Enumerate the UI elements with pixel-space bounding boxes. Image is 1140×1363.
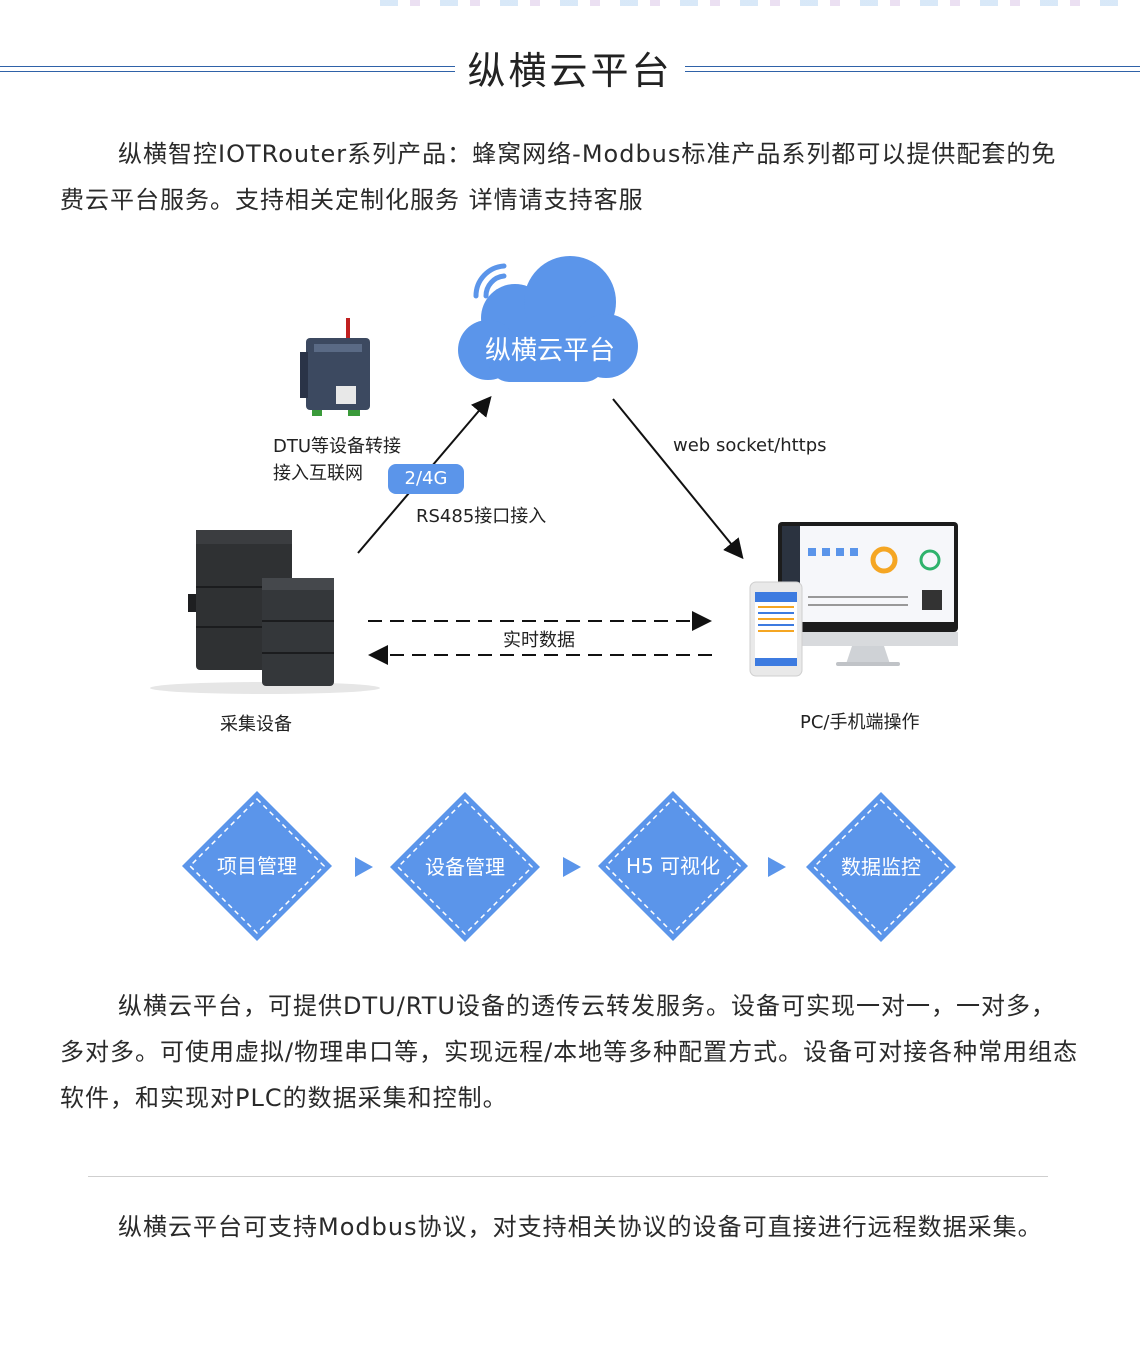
section-divider bbox=[88, 1176, 1048, 1177]
flow-step-project-management: 项目管理 bbox=[182, 791, 332, 941]
intro-paragraph: 纵横智控IOTRouter系列产品：蜂窝网络-Modbus标准产品系列都可以提供… bbox=[60, 140, 1057, 214]
decorative-top-strip bbox=[380, 0, 1120, 6]
title-line-right bbox=[685, 66, 1140, 72]
flow-step-label: 数据监控 bbox=[841, 855, 921, 879]
flow-arrow-icon bbox=[563, 857, 581, 877]
phone-icon bbox=[749, 581, 803, 677]
realtime-label: 实时数据 bbox=[503, 630, 575, 651]
flow-step-h5-visualization: H5 可视化 bbox=[598, 791, 748, 941]
collector-label: 采集设备 bbox=[220, 714, 292, 735]
flow-step-label: H5 可视化 bbox=[625, 854, 721, 878]
dtu-label-line2: 接入互联网 bbox=[273, 463, 363, 484]
flow-step-label: 设备管理 bbox=[425, 855, 505, 879]
platform-diagram: 纵横云平台 DTU等设备转接 接入互联网 2/4G RS485接口接入 web … bbox=[0, 240, 1140, 760]
modbus-support-paragraph: 纵横云平台可支持Modbus协议，对支持相关协议的设备可直接进行远程数据采集。 bbox=[118, 1213, 1043, 1241]
flow-step-device-management: 设备管理 bbox=[390, 792, 540, 942]
title-line-left bbox=[0, 66, 455, 72]
cloud-icon bbox=[458, 256, 638, 382]
client-label: PC/手机端操作 bbox=[800, 712, 920, 733]
dtu-label-line1: DTU等设备转接 bbox=[273, 436, 402, 457]
platform-description-paragraph: 纵横云平台，可提供DTU/RTU设备的透传云转发服务。设备可实现一对一，一对多，… bbox=[60, 992, 1079, 1112]
flow-arrow-icon bbox=[355, 857, 373, 877]
collector-device-icon bbox=[150, 530, 380, 694]
cloud-label: 纵横云平台 bbox=[484, 336, 615, 366]
protocol-label: web socket/https bbox=[673, 435, 827, 456]
flow-arrow-icon bbox=[768, 857, 786, 877]
network-tag: 2/4G bbox=[388, 464, 464, 494]
dtu-device-icon bbox=[300, 318, 370, 416]
flow-step-data-monitoring: 数据监控 bbox=[806, 792, 956, 942]
flow-step-label: 项目管理 bbox=[217, 854, 297, 878]
page-title: 纵横云平台 bbox=[467, 49, 673, 93]
rs485-label: RS485接口接入 bbox=[416, 506, 547, 527]
pc-monitor-icon bbox=[778, 522, 958, 666]
downlink-arrow bbox=[612, 398, 744, 560]
